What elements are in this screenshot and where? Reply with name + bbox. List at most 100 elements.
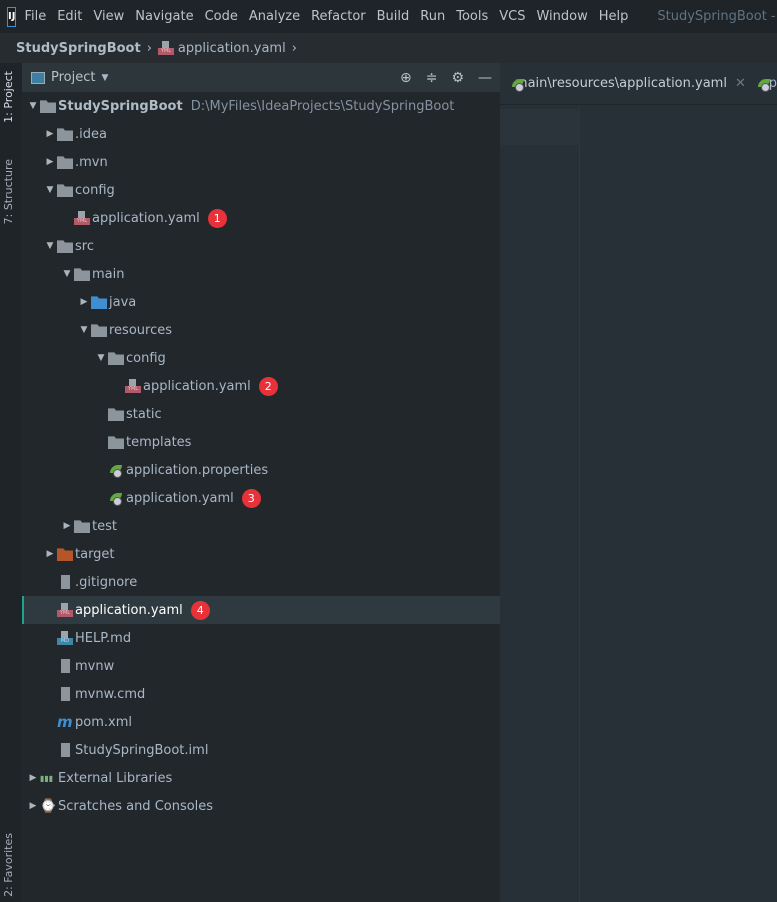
tree-item[interactable]: mvnw.cmd: [22, 680, 500, 708]
tree-item-label: StudySpringBoot: [58, 98, 183, 114]
yaml-icon: [74, 211, 90, 225]
menu-window[interactable]: Window: [536, 9, 588, 24]
file-icon: [57, 659, 73, 673]
minimize-icon[interactable]: —: [478, 69, 492, 86]
libraries-icon: ▮▮▮: [40, 773, 54, 783]
tree-item[interactable]: mvnw: [22, 652, 500, 680]
menu-build[interactable]: Build: [376, 9, 410, 24]
tree-item[interactable]: .gitignore: [22, 568, 500, 596]
tree-item-label: config: [126, 350, 166, 366]
expanded-arrow-icon[interactable]: ▼: [63, 269, 71, 279]
intellij-logo: IJ: [7, 6, 17, 27]
project-folder-icon: [40, 100, 56, 113]
tree-item[interactable]: ▶test: [22, 512, 500, 540]
tree-item[interactable]: ▼main: [22, 260, 500, 288]
breadcrumb: StudySpringBoot › application.yaml ›: [0, 33, 777, 63]
project-view-selector[interactable]: Project: [51, 70, 96, 85]
expanded-arrow-icon[interactable]: ▼: [97, 353, 105, 363]
tree-item[interactable]: ▶▮▮▮External Libraries: [22, 764, 500, 792]
tree-item[interactable]: ▼ config: [22, 344, 500, 372]
maven-icon: m: [57, 713, 73, 731]
annotation-badge: 4: [190, 600, 210, 620]
folder-orange-icon: [57, 548, 73, 561]
tree-item[interactable]: application.properties: [22, 456, 500, 484]
tree-item-label: .gitignore: [75, 574, 138, 590]
expanded-arrow-icon[interactable]: ▼: [29, 101, 37, 111]
menu-file[interactable]: File: [24, 9, 47, 24]
tree-item[interactable]: ▶.mvn: [22, 148, 500, 176]
locate-icon[interactable]: ⊕: [399, 69, 412, 86]
menu-navigate[interactable]: Navigate: [135, 9, 194, 24]
tree-item[interactable]: ▶target: [22, 540, 500, 568]
collapsed-arrow-icon[interactable]: ▶: [80, 297, 88, 307]
folder-icon: [74, 520, 90, 533]
spring-icon: [108, 463, 124, 478]
tree-item[interactable]: ▶ java: [22, 288, 500, 316]
gear-icon[interactable]: ⚙: [451, 69, 464, 86]
collapse-all-icon[interactable]: ≑: [425, 69, 438, 86]
project-panel-header: Project ▼ ⊕ ≑ ⚙ —: [22, 63, 500, 92]
editor-tab-active[interactable]: main\resources\application.yaml: [514, 76, 727, 91]
breadcrumb-project[interactable]: StudySpringBoot: [16, 40, 141, 56]
tree-item-label: HELP.md: [75, 630, 132, 646]
collapsed-arrow-icon[interactable]: ▶: [29, 773, 37, 783]
tree-item[interactable]: ▶⌚Scratches and Consoles: [22, 792, 500, 820]
menu-code[interactable]: Code: [204, 9, 238, 24]
folder-icon: [108, 436, 124, 449]
tree-item-label: java: [109, 294, 137, 310]
tab-project[interactable]: 1: Project: [2, 71, 15, 123]
collapsed-arrow-icon[interactable]: ▶: [46, 157, 54, 167]
tree-item-label: resources: [109, 322, 173, 338]
menu-tools[interactable]: Tools: [456, 9, 489, 24]
folder-icon: [74, 268, 90, 281]
tree-item-label: application.yaml: [143, 378, 251, 394]
tree-item[interactable]: ▼src: [22, 232, 500, 260]
editor-gutter: [500, 105, 580, 902]
tree-item[interactable]: static: [22, 400, 500, 428]
menu-view[interactable]: View: [93, 9, 125, 24]
tool-window-strip: 1: Project 7: Structure 2: Favorites: [0, 63, 22, 902]
tree-item[interactable]: HELP.md: [22, 624, 500, 652]
expanded-arrow-icon[interactable]: ▼: [80, 325, 88, 335]
collapsed-arrow-icon[interactable]: ▶: [46, 129, 54, 139]
folder-icon: [57, 240, 73, 253]
folder-icon: [108, 352, 124, 365]
close-tab-icon[interactable]: ✕: [734, 76, 746, 91]
expanded-arrow-icon[interactable]: ▼: [46, 241, 54, 251]
folder-icon: [57, 184, 73, 197]
tree-item[interactable]: ▼ resources: [22, 316, 500, 344]
chevron-down-icon[interactable]: ▼: [101, 72, 109, 83]
tab-favorites[interactable]: 2: Favorites: [2, 833, 15, 897]
chevron-right-icon: ›: [146, 40, 152, 56]
chevron-right-icon: ›: [291, 40, 297, 56]
breadcrumb-file[interactable]: application.yaml: [177, 40, 286, 56]
tree-item[interactable]: StudySpringBoot.iml: [22, 736, 500, 764]
tree-item[interactable]: ▼config: [22, 176, 500, 204]
collapsed-arrow-icon[interactable]: ▶: [46, 549, 54, 559]
menu-help[interactable]: Help: [598, 9, 629, 24]
window-title: StudySpringBoot - main: [657, 9, 777, 24]
folder-icon: [57, 128, 73, 141]
project-window-icon: [31, 71, 45, 84]
menu-run[interactable]: Run: [420, 9, 446, 24]
collapsed-arrow-icon[interactable]: ▶: [29, 801, 37, 811]
tab-structure[interactable]: 7: Structure: [2, 159, 15, 225]
collapsed-arrow-icon[interactable]: ▶: [63, 521, 71, 531]
expanded-arrow-icon[interactable]: ▼: [46, 185, 54, 195]
menu-analyze[interactable]: Analyze: [248, 9, 301, 24]
menu-vcs[interactable]: VCS: [499, 9, 526, 24]
menu-edit[interactable]: Edit: [57, 9, 83, 24]
menu-refactor[interactable]: Refactor: [311, 9, 366, 24]
folder-blue-icon: [91, 296, 107, 309]
tree-item[interactable]: ▶.idea: [22, 120, 500, 148]
tree-item[interactable]: templates: [22, 428, 500, 456]
annotation-badge: 1: [207, 208, 227, 228]
scratches-icon: ⌚: [40, 798, 57, 814]
